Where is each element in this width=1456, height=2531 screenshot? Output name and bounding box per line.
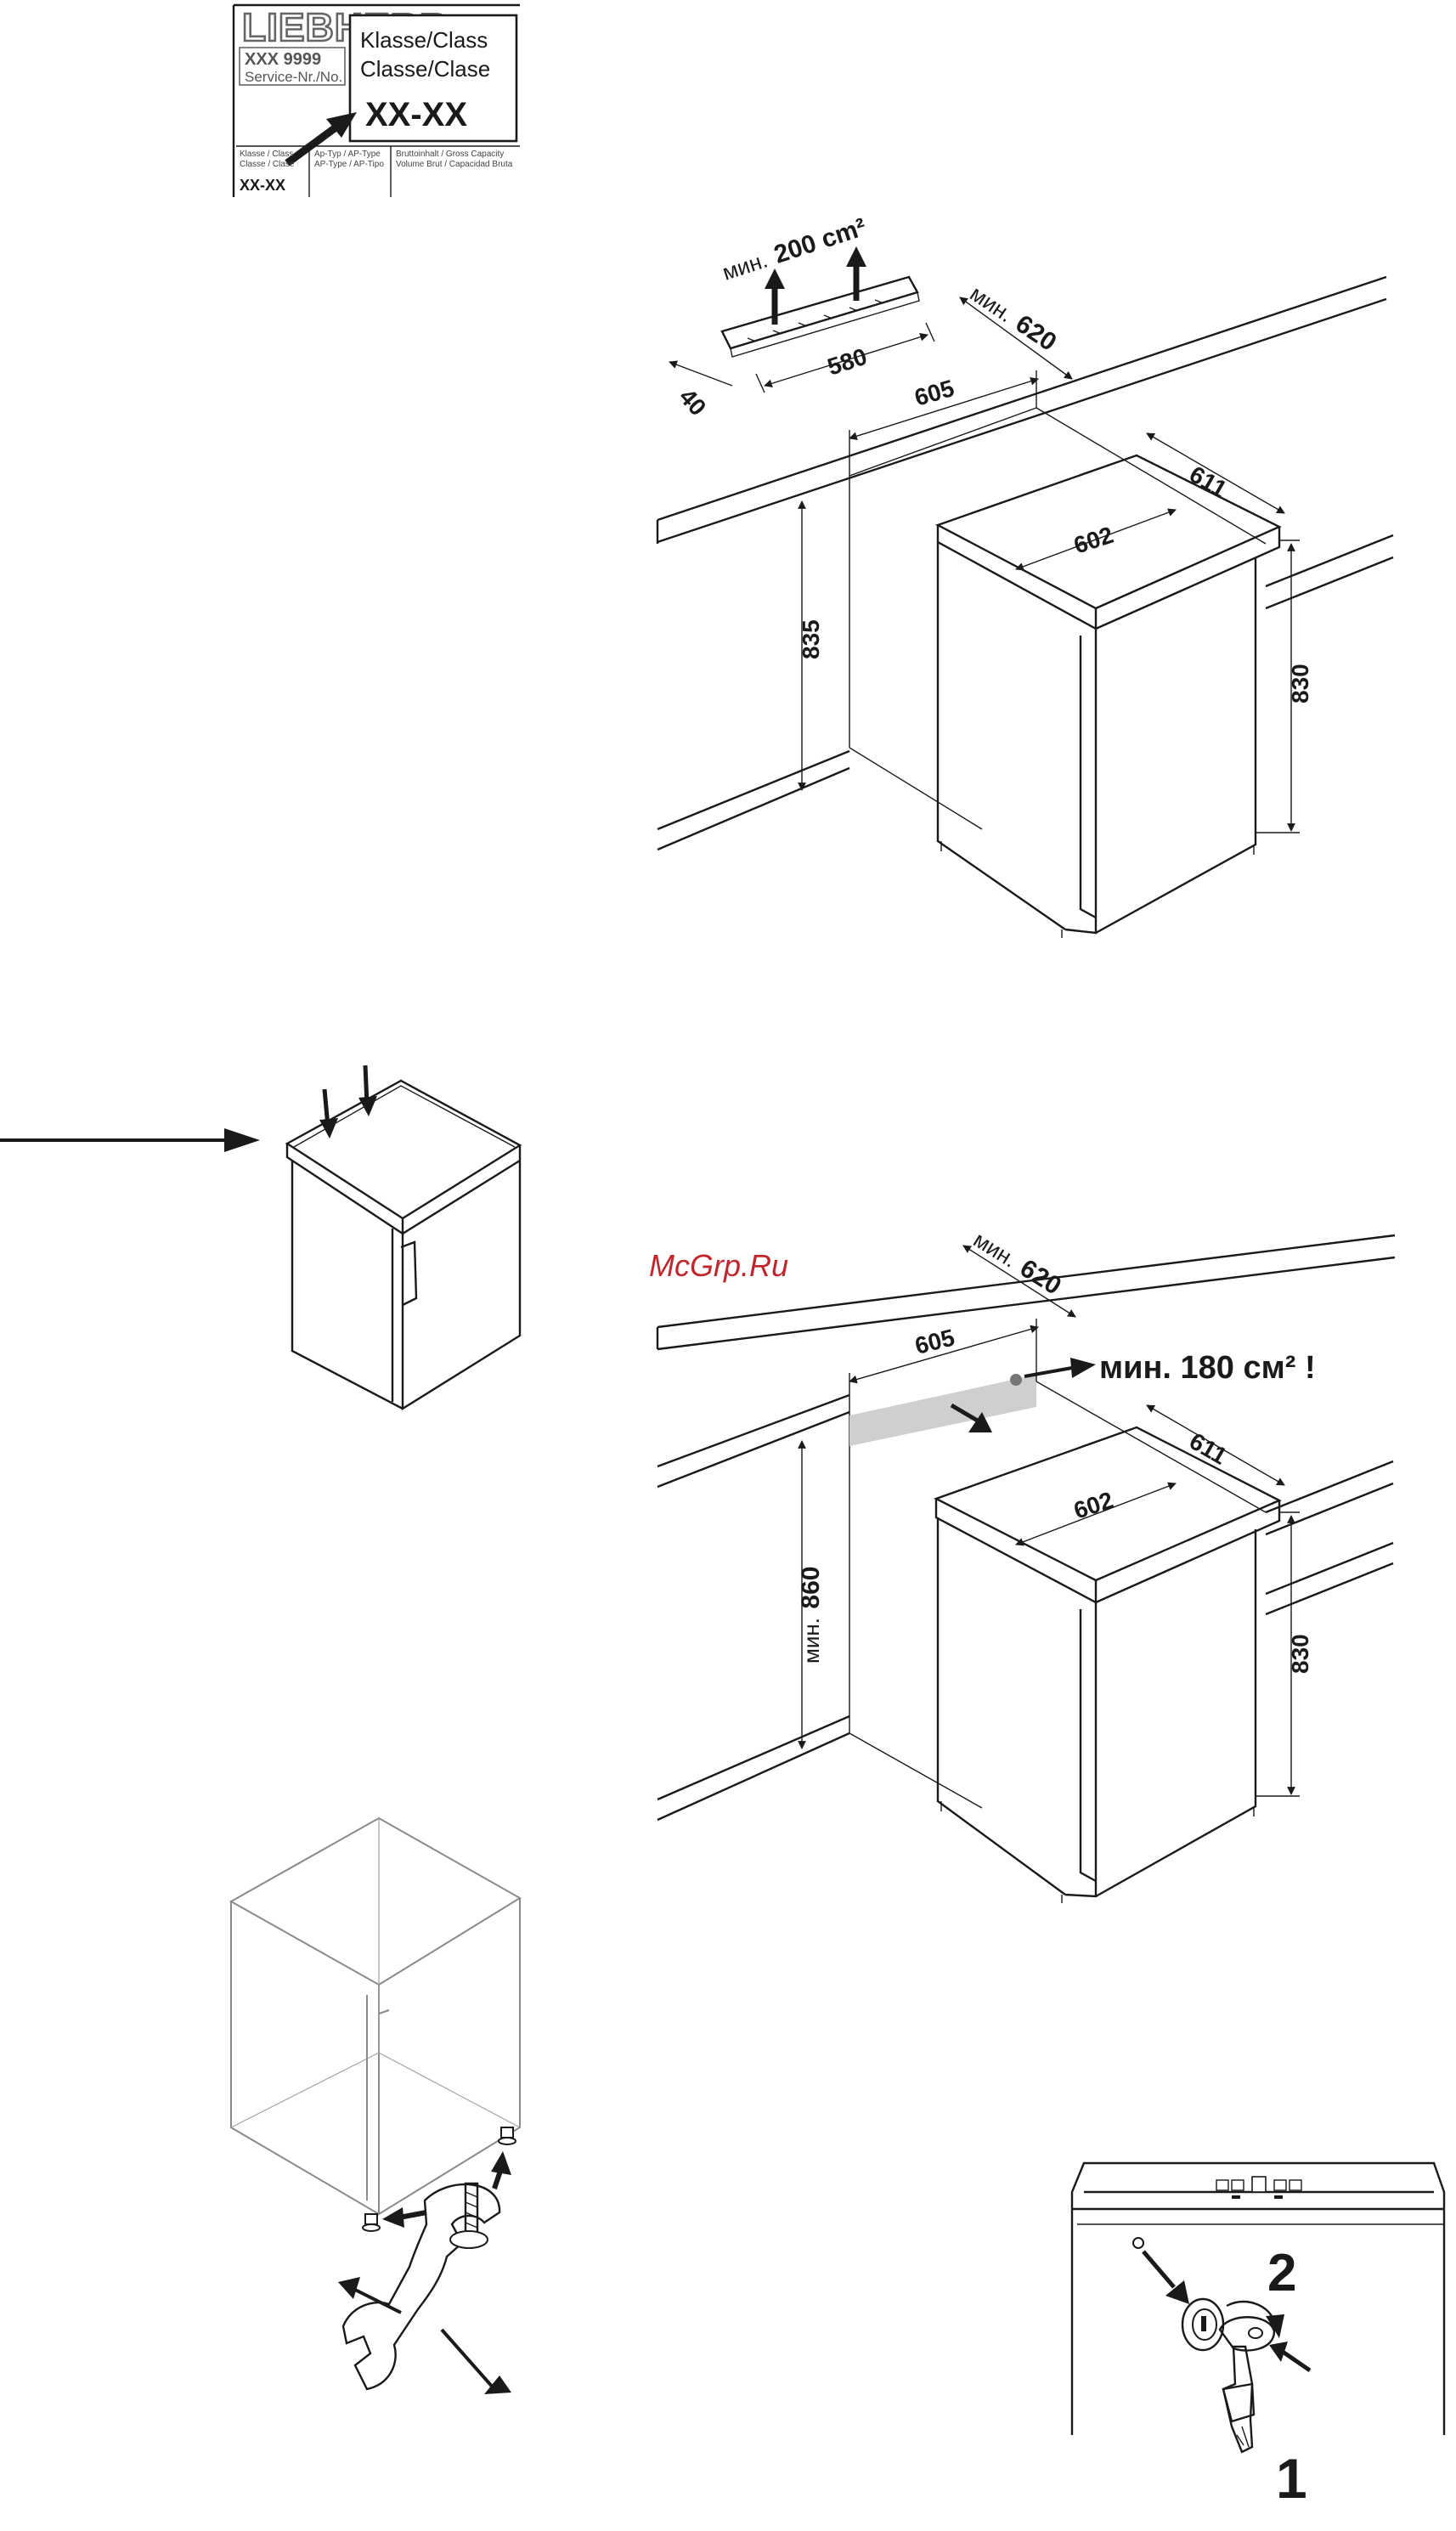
unpack-arrow bbox=[0, 1128, 260, 1152]
service-number-label: Service-Nr./No. bbox=[245, 69, 342, 85]
dim-611-2: 611 bbox=[1185, 1427, 1232, 1469]
rating-plate: LIEBHERR XXX 9999 Service-Nr./No. Klasse… bbox=[232, 4, 520, 197]
appliance-unit-2 bbox=[933, 1426, 1282, 1903]
dim-602-2: 602 bbox=[1070, 1487, 1116, 1524]
vent-area-label: мин. 200 cm² bbox=[719, 213, 870, 286]
plinth-left bbox=[657, 749, 850, 851]
dim-602: 602 bbox=[1070, 522, 1116, 559]
class-value: XX-XX bbox=[365, 96, 467, 133]
class-title-line-2: Classe/Clase bbox=[360, 56, 490, 82]
class-title-line-1: Klasse/Class bbox=[360, 27, 488, 53]
dim-min-860: мин. 860 bbox=[797, 1567, 825, 1664]
dim-830: 830 bbox=[1287, 664, 1313, 703]
dim-611: 611 bbox=[1185, 460, 1232, 502]
dim-605-2: 605 bbox=[912, 1324, 957, 1359]
installation-diagram-2: мин. 180 см² ! мин. 620 605 611 602 мин. bbox=[656, 1225, 1396, 1903]
watermark: McGrp.Ru bbox=[649, 1248, 788, 1283]
footer-capacity-1: Bruttoinhalt / Gross Capacity bbox=[396, 150, 504, 159]
dim-min-620: мин. 620 bbox=[965, 279, 1061, 356]
dim-40: 40 bbox=[674, 383, 712, 421]
lock-indicator-icon bbox=[1132, 2237, 1144, 2249]
key-icon bbox=[1218, 2316, 1276, 2454]
dim-830-2: 830 bbox=[1287, 1634, 1313, 1674]
dim-580: 580 bbox=[824, 343, 870, 381]
dim-835: 835 bbox=[798, 619, 824, 659]
footer-capacity-2: Volume Brut / Capacidad Bruta bbox=[396, 160, 513, 169]
appliance-unit-1 bbox=[935, 454, 1282, 938]
lock-cylinder-icon bbox=[1181, 2297, 1225, 2352]
levelling-diagram bbox=[229, 1816, 522, 2394]
small-appliance bbox=[285, 1065, 522, 1411]
adjustable-foot-left bbox=[362, 2213, 381, 2232]
installation-diagram-1: мин. 200 cm² 40 580 мин. 620 605 6 bbox=[656, 213, 1394, 938]
plinth-right bbox=[1265, 534, 1394, 610]
footer-class-2: Classe / Clase bbox=[240, 160, 295, 169]
control-panel bbox=[1216, 2176, 1302, 2199]
footer-class-value: XX-XX bbox=[240, 177, 285, 194]
vent-opening bbox=[849, 1375, 1036, 1446]
footer-type-1: Ap-Typ / AP-Type bbox=[314, 150, 381, 159]
wrench-icon bbox=[341, 2183, 501, 2391]
step-2-label: 2 bbox=[1267, 2244, 1296, 2302]
footer-type-2: AP-Type / AP-Tipo bbox=[314, 160, 384, 169]
footer-class-1: Klasse / Class bbox=[240, 150, 293, 159]
pointer-arrow bbox=[285, 112, 357, 167]
model-number: XXX 9999 bbox=[245, 50, 321, 69]
step-1-label: 1 bbox=[1276, 2447, 1307, 2510]
dim-605: 605 bbox=[911, 375, 957, 411]
key-lock-diagram: 2 1 bbox=[1070, 2161, 1446, 2510]
adjustable-foot-right bbox=[498, 2127, 516, 2145]
vent-grille bbox=[720, 246, 920, 358]
vent-area-label-2: мин. 180 см² ! bbox=[1099, 1350, 1316, 1386]
dim-min-620-2: мин. 620 bbox=[968, 1225, 1066, 1301]
